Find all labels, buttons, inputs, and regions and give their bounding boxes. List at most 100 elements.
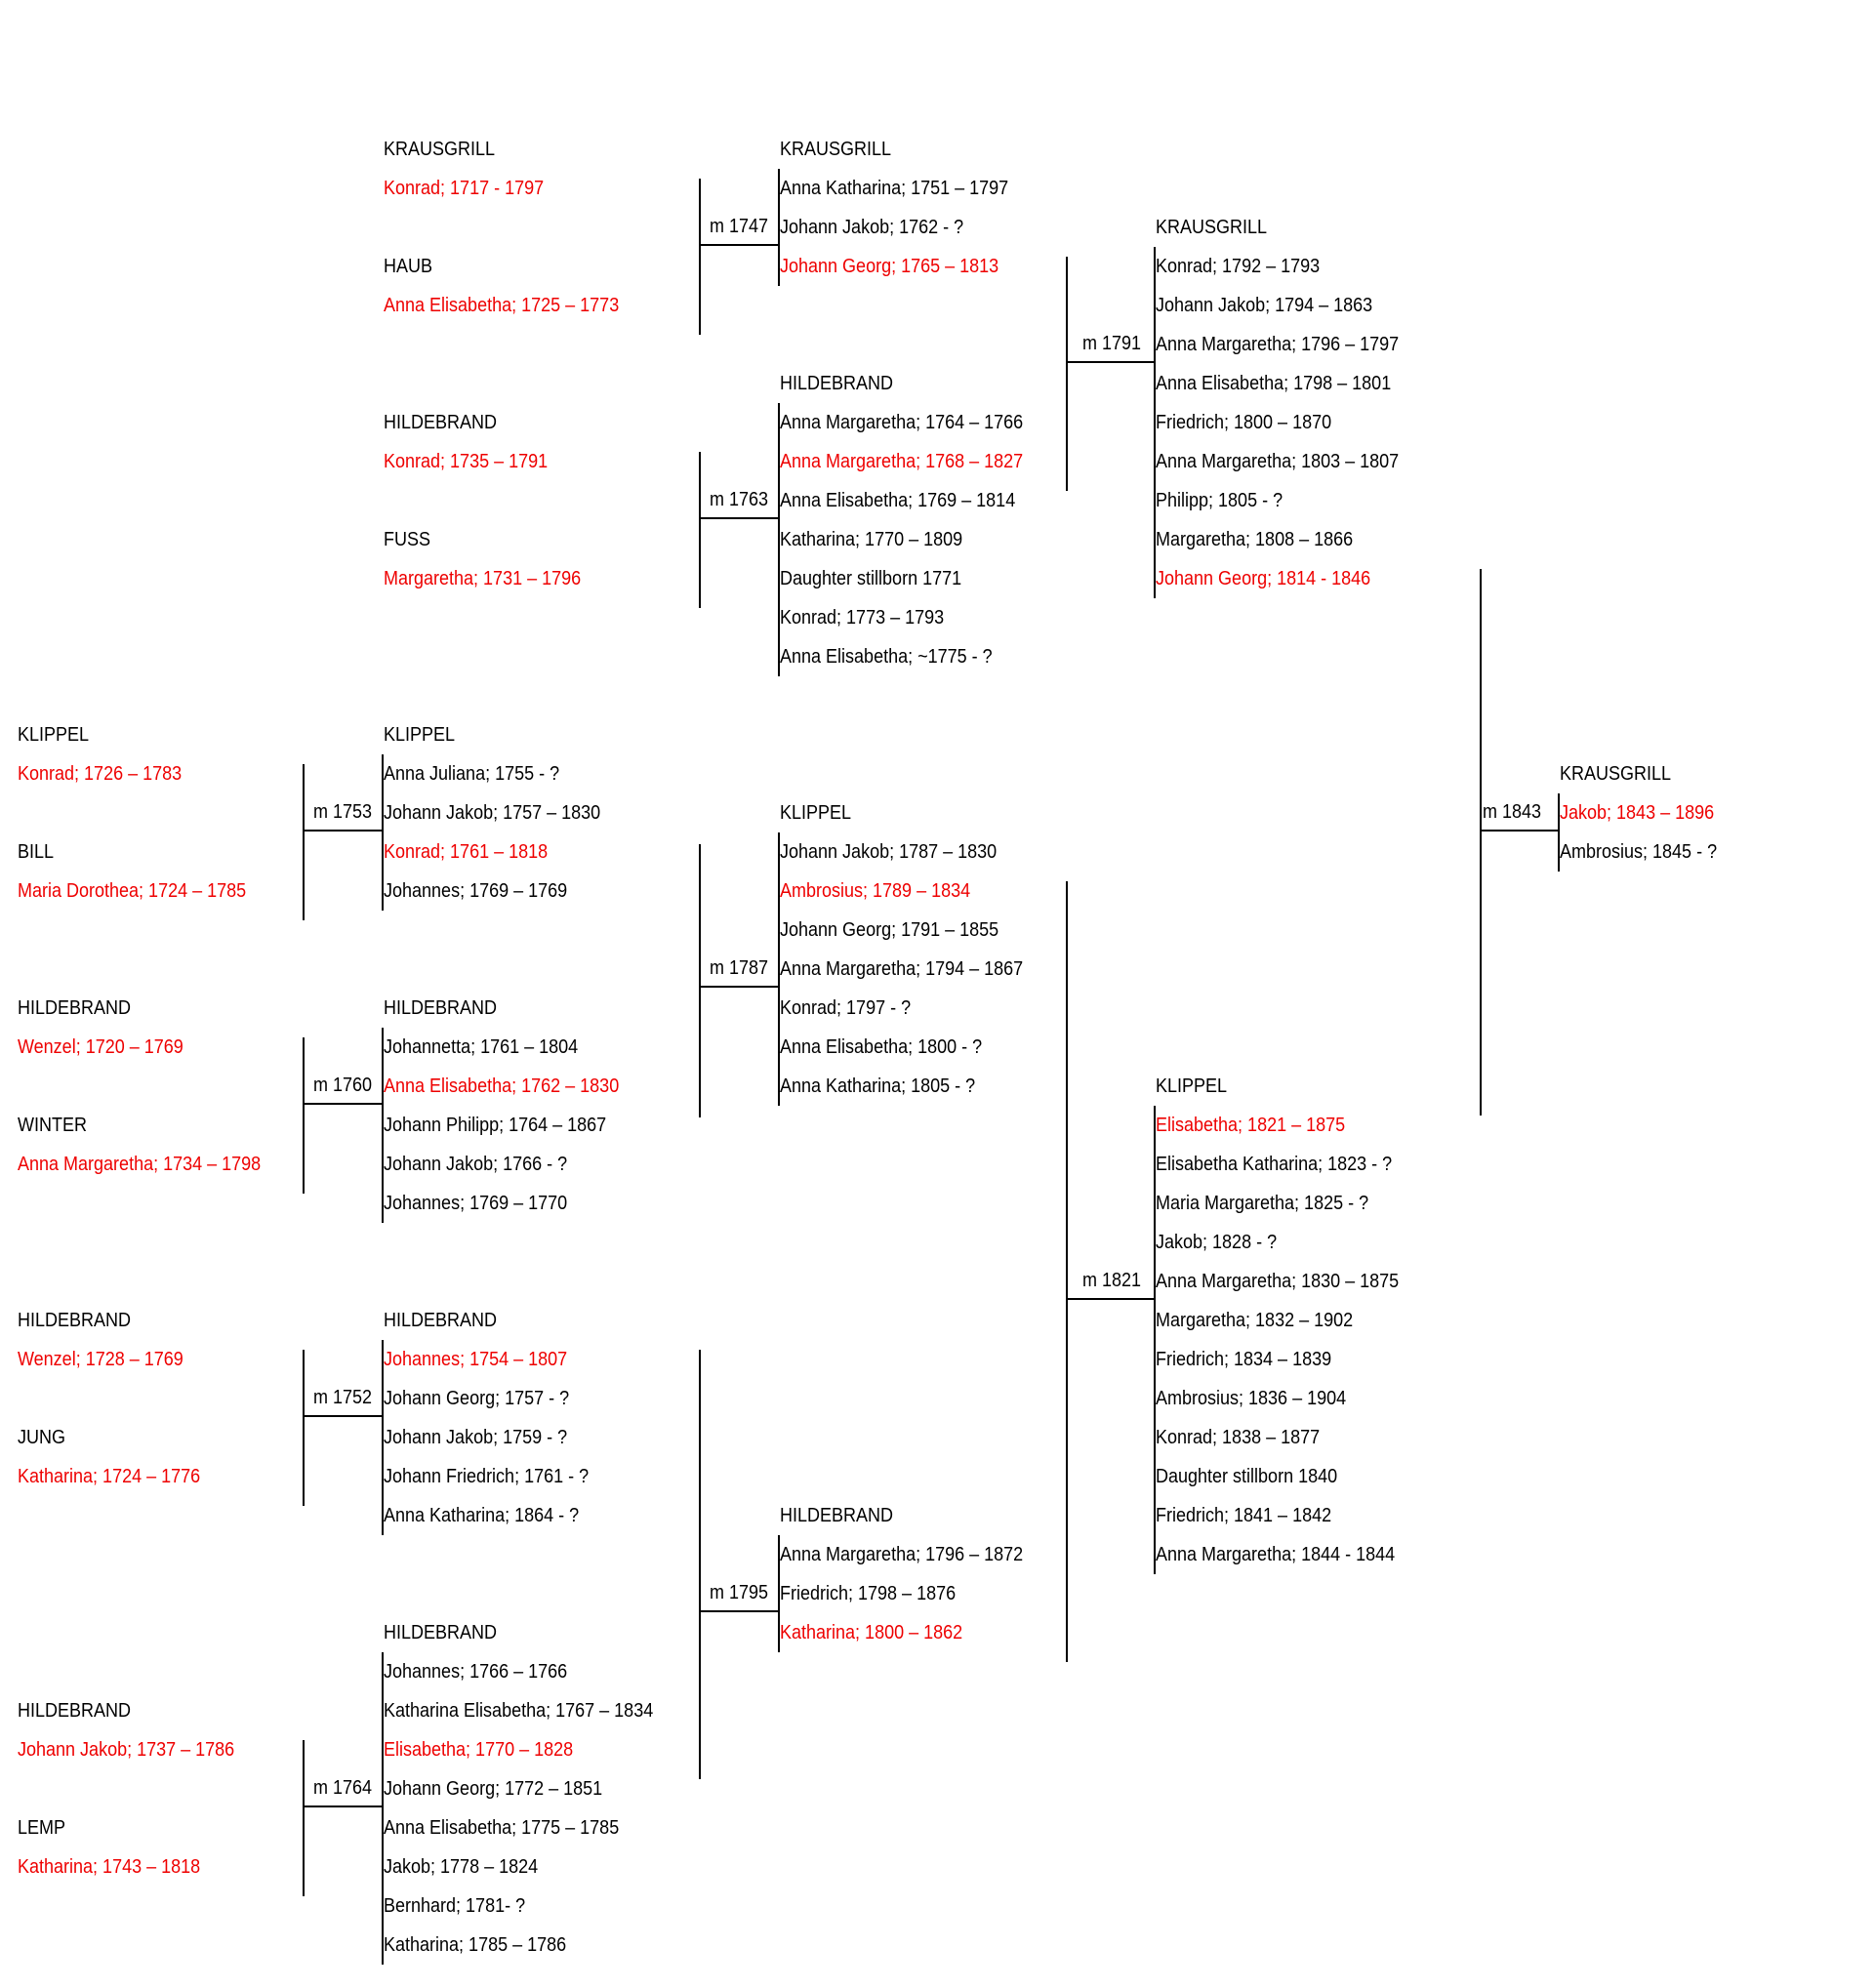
person-entry: Jakob; 1778 – 1824 [384, 1856, 539, 1878]
family-surname: KLIPPEL [18, 724, 90, 746]
family-surname: HILDEBRAND [384, 412, 498, 433]
person-entry: Friedrich; 1834 – 1839 [1156, 1349, 1332, 1370]
family-surname: HILDEBRAND [18, 997, 132, 1019]
person-entry: Johannes; 1769 – 1769 [384, 880, 568, 902]
marriage-label: m 1787 [710, 957, 769, 979]
person-entry: Katharina; 1724 – 1776 [18, 1466, 201, 1487]
person-entry: Katharina; 1785 – 1786 [384, 1934, 567, 1956]
person-entry: Anna Margaretha; 1844 - 1844 [1156, 1544, 1396, 1565]
person-entry: Elisabetha; 1770 – 1828 [384, 1739, 574, 1761]
family-surname: BILL [18, 841, 55, 863]
person-entry: Johannes; 1754 – 1807 [384, 1349, 568, 1370]
person-entry: Konrad; 1792 – 1793 [1156, 256, 1321, 277]
person-entry: Johann Friedrich; 1761 - ? [384, 1466, 590, 1487]
person-entry: Johann Jakob; 1737 – 1786 [18, 1739, 235, 1761]
marriage-label: m 1763 [710, 489, 769, 510]
person-entry: Katharina; 1743 – 1818 [18, 1856, 201, 1878]
person-entry: Anna Katharina; 1805 - ? [780, 1075, 976, 1097]
person-entry: Anna Elisabetha; 1800 - ? [780, 1036, 983, 1058]
person-entry: Johann Jakob; 1787 – 1830 [780, 841, 998, 863]
person-entry: Maria Dorothea; 1724 – 1785 [18, 880, 247, 902]
family-surname: KRAUSGRILL [1156, 217, 1268, 238]
person-entry: Katharina; 1800 – 1862 [780, 1622, 963, 1643]
person-entry: Anna Margaretha; 1768 – 1827 [780, 451, 1024, 472]
person-entry: Daughter stillborn 1771 [780, 568, 962, 589]
family-surname: HAUB [384, 256, 433, 277]
person-entry: Jakob; 1828 - ? [1156, 1232, 1278, 1253]
person-entry: Elisabetha Katharina; 1823 - ? [1156, 1154, 1393, 1175]
person-entry: Anna Margaretha; 1796 – 1797 [1156, 334, 1400, 355]
family-surname: HILDEBRAND [780, 1505, 894, 1526]
family-surname: KRAUSGRILL [384, 139, 496, 160]
person-entry: Anna Elisabetha; ~1775 - ? [780, 646, 993, 668]
person-entry: Friedrich; 1800 – 1870 [1156, 412, 1332, 433]
person-entry: Konrad; 1761 – 1818 [384, 841, 549, 863]
person-entry: Margaretha; 1808 – 1866 [1156, 529, 1354, 550]
person-entry: Wenzel; 1720 – 1769 [18, 1036, 183, 1058]
person-entry: Johann Georg; 1772 – 1851 [384, 1778, 603, 1800]
person-entry: Anna Juliana; 1755 - ? [384, 763, 560, 785]
person-entry: Johann Jakob; 1762 - ? [780, 217, 964, 238]
person-entry: Anna Elisabetha; 1725 – 1773 [384, 295, 620, 316]
person-entry: Philipp; 1805 - ? [1156, 490, 1283, 511]
family-surname: HILDEBRAND [384, 1622, 498, 1643]
person-entry: Friedrich; 1798 – 1876 [780, 1583, 957, 1604]
person-entry: Johann Georg; 1765 – 1813 [780, 256, 999, 277]
family-surname: JUNG [18, 1427, 66, 1448]
person-entry: Johannes; 1766 – 1766 [384, 1661, 568, 1683]
person-entry: Anna Katharina; 1864 - ? [384, 1505, 580, 1526]
person-entry: Johann Jakob; 1757 – 1830 [384, 802, 601, 824]
person-entry: Ambrosius; 1845 - ? [1560, 841, 1718, 863]
family-surname: HILDEBRAND [384, 1310, 498, 1331]
person-entry: Anna Katharina; 1751 – 1797 [780, 178, 1009, 199]
person-entry: Margaretha; 1832 – 1902 [1156, 1310, 1354, 1331]
person-entry: Ambrosius; 1836 – 1904 [1156, 1388, 1347, 1409]
marriage-label: m 1843 [1483, 801, 1542, 823]
person-entry: Johann Philipp; 1764 – 1867 [384, 1115, 607, 1136]
family-surname: WINTER [18, 1115, 88, 1136]
marriage-label: m 1821 [1082, 1270, 1142, 1291]
person-entry: Konrad; 1773 – 1793 [780, 607, 945, 629]
person-entry: Jakob; 1843 – 1896 [1560, 802, 1715, 824]
person-entry: Konrad; 1717 - 1797 [384, 178, 545, 199]
person-entry: Johann Georg; 1757 - ? [384, 1388, 570, 1409]
person-entry: Johann Jakob; 1766 - ? [384, 1154, 568, 1175]
person-entry: Wenzel; 1728 – 1769 [18, 1349, 183, 1370]
person-entry: Anna Elisabetha; 1769 – 1814 [780, 490, 1016, 511]
family-surname: HILDEBRAND [384, 997, 498, 1019]
person-entry: Konrad; 1797 - ? [780, 997, 912, 1019]
person-entry: Konrad; 1735 – 1791 [384, 451, 549, 472]
person-entry: Anna Elisabetha; 1762 – 1830 [384, 1075, 620, 1097]
person-entry: Katharina Elisabetha; 1767 – 1834 [384, 1700, 654, 1722]
person-entry: Anna Margaretha; 1796 – 1872 [780, 1544, 1024, 1565]
family-surname: HILDEBRAND [780, 373, 894, 394]
person-entry: Johannes; 1769 – 1770 [384, 1193, 568, 1214]
family-surname: LEMP [18, 1817, 66, 1839]
person-entry: Katharina; 1770 – 1809 [780, 529, 963, 550]
person-entry: Anna Margaretha; 1830 – 1875 [1156, 1271, 1400, 1292]
family-surname: HILDEBRAND [18, 1310, 132, 1331]
marriage-label: m 1764 [313, 1777, 373, 1799]
family-surname: HILDEBRAND [18, 1700, 132, 1722]
person-entry: Anna Margaretha; 1803 – 1807 [1156, 451, 1400, 472]
person-entry: Elisabetha; 1821 – 1875 [1156, 1115, 1346, 1136]
family-surname: KRAUSGRILL [780, 139, 892, 160]
marriage-label: m 1753 [313, 801, 373, 823]
person-entry: Johannetta; 1761 – 1804 [384, 1036, 579, 1058]
person-entry: Daughter stillborn 1840 [1156, 1466, 1338, 1487]
person-entry: Anna Margaretha; 1794 – 1867 [780, 958, 1024, 980]
family-surname: KLIPPEL [780, 802, 852, 824]
family-surname: KRAUSGRILL [1560, 763, 1672, 785]
person-entry: Bernhard; 1781- ? [384, 1895, 526, 1917]
person-entry: Ambrosius; 1789 – 1834 [780, 880, 971, 902]
person-entry: Johann Georg; 1814 - 1846 [1156, 568, 1371, 589]
family-surname: KLIPPEL [384, 724, 456, 746]
person-entry: Anna Margaretha; 1734 – 1798 [18, 1154, 262, 1175]
person-entry: Margaretha; 1731 – 1796 [384, 568, 582, 589]
person-entry: Anna Margaretha; 1764 – 1766 [780, 412, 1024, 433]
person-entry: Anna Elisabetha; 1798 – 1801 [1156, 373, 1392, 394]
person-entry: Maria Margaretha; 1825 - ? [1156, 1193, 1369, 1214]
person-entry: Johann Jakob; 1794 – 1863 [1156, 295, 1373, 316]
